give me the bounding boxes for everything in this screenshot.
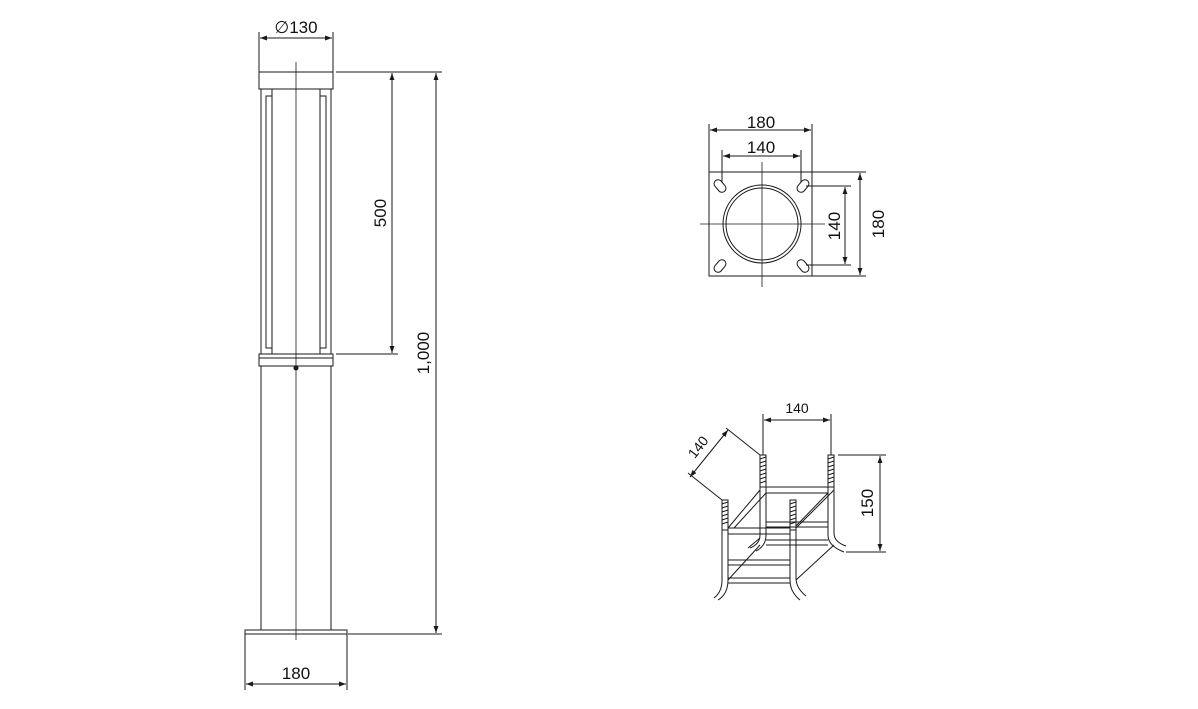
- bolt-slot: [713, 259, 727, 273]
- threaded-rod: [759, 454, 767, 488]
- top-view: [700, 124, 866, 287]
- bolt-slot: [796, 259, 810, 273]
- threaded-rod: [827, 454, 835, 488]
- bolt-spacing-vertical-label: 140: [825, 212, 844, 240]
- plate-height-label: 180: [869, 210, 888, 238]
- cage-width-label: 140: [785, 400, 809, 416]
- diameter-label: ∅130: [274, 18, 317, 37]
- lamp-height-label: 500: [371, 199, 390, 227]
- cage-height-label: 150: [858, 489, 877, 517]
- threaded-rod: [789, 499, 797, 531]
- anchor-cage: [687, 414, 886, 601]
- base-width-label: 180: [282, 664, 310, 683]
- side-view: [244, 32, 442, 690]
- bolt-slot: [713, 179, 727, 193]
- bolt-spacing-label: 140: [747, 138, 775, 157]
- threaded-rod: [721, 499, 729, 531]
- cage-depth-label: 140: [685, 433, 712, 461]
- plate-width-label: 180: [747, 113, 775, 132]
- bolt-slot: [796, 179, 810, 193]
- total-height-label: 1,000: [414, 332, 433, 375]
